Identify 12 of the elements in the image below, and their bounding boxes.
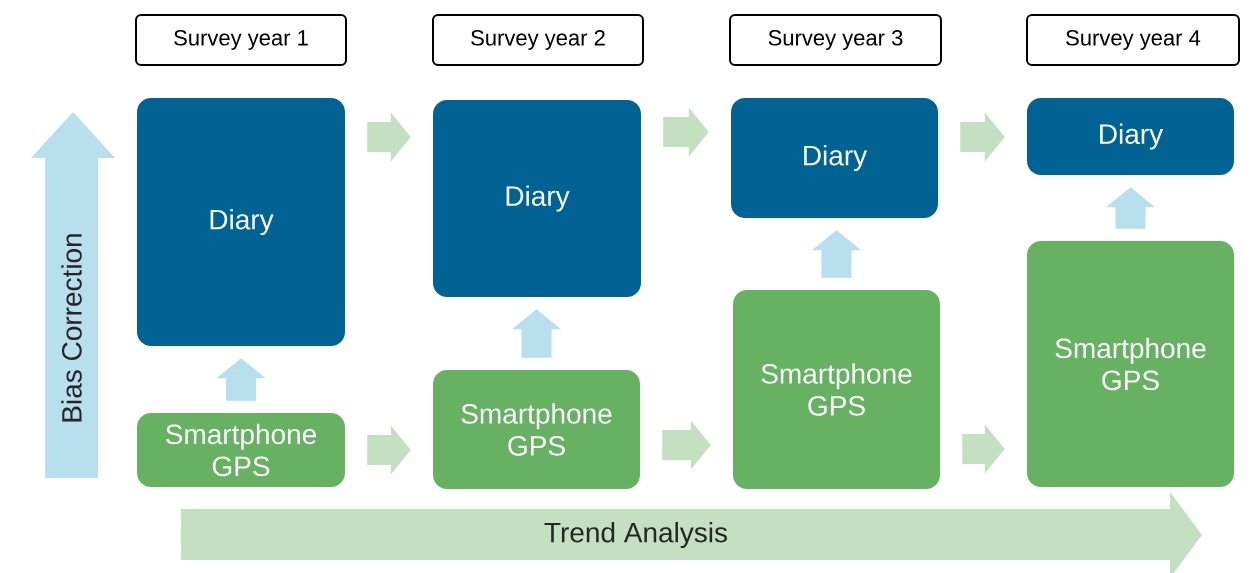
- gps-box: Smartphone GPS: [1027, 241, 1234, 487]
- diary-box: Diary: [137, 98, 345, 346]
- year-header-box: Survey year 3: [729, 14, 942, 66]
- year-header-box: Survey year 2: [432, 14, 644, 66]
- diary-box: Diary: [433, 100, 641, 297]
- year-header-box: Survey year 1: [135, 14, 347, 66]
- gps-box: Smartphone GPS: [733, 290, 940, 489]
- year-header-box: Survey year 4: [1026, 14, 1240, 66]
- diary-box: Diary: [1027, 98, 1234, 175]
- diary-box: Diary: [731, 98, 938, 218]
- gps-box: Smartphone GPS: [137, 413, 345, 487]
- gps-box: Smartphone GPS: [433, 370, 640, 489]
